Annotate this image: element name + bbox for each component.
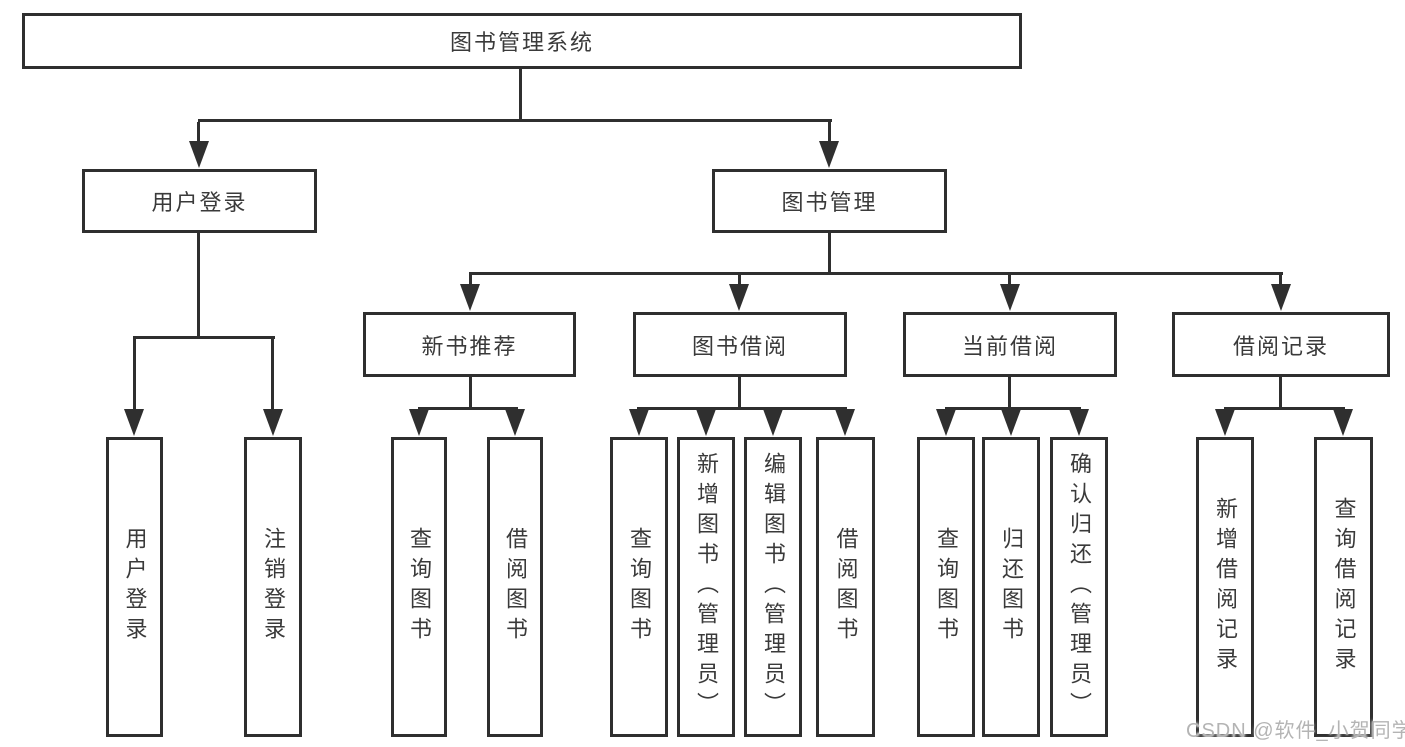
arrow-down-icon	[460, 284, 480, 311]
connector-line	[1224, 407, 1345, 410]
connector-line	[828, 122, 831, 142]
leaf-user-login: 用户登录	[106, 437, 163, 737]
connector-line	[469, 272, 1283, 275]
leaf-query-books-recommend: 查询图书	[391, 437, 447, 737]
node-book-management: 图书管理	[712, 169, 947, 233]
connector-line	[197, 233, 200, 339]
leaf-logout: 注销登录	[244, 437, 302, 737]
connector-line	[637, 407, 847, 410]
leaf-query-borrow-record: 查询借阅记录	[1314, 437, 1373, 737]
leaf-query-books-borrow: 查询图书	[610, 437, 668, 737]
arrow-down-icon	[1271, 284, 1291, 311]
arrow-down-icon	[263, 409, 283, 436]
arrow-down-icon	[189, 141, 209, 168]
connector-line	[133, 339, 136, 410]
connector-line	[828, 233, 831, 275]
connector-line	[133, 336, 275, 339]
connector-line	[945, 407, 1081, 410]
arrow-down-icon	[409, 409, 429, 436]
arrow-down-icon	[729, 284, 749, 311]
arrow-down-icon	[1333, 409, 1353, 436]
leaf-borrow-books-recommend: 借阅图书	[487, 437, 543, 737]
node-borrow-record: 借阅记录	[1172, 312, 1390, 377]
node-root: 图书管理系统	[22, 13, 1022, 69]
leaf-query-books-current: 查询图书	[917, 437, 975, 737]
leaf-return-book: 归还图书	[982, 437, 1040, 737]
arrow-down-icon	[696, 409, 716, 436]
watermark: CSDN @软件_小贺同学	[1186, 720, 1405, 742]
leaf-edit-book-admin: 编辑图书（管理员）	[744, 437, 802, 737]
connector-line	[197, 122, 200, 142]
node-user-login: 用户登录	[82, 169, 317, 233]
connector-line	[1008, 275, 1011, 285]
arrow-down-icon	[124, 409, 144, 436]
leaf-confirm-return-admin: 确认归还（管理员）	[1050, 437, 1108, 737]
arrow-down-icon	[629, 409, 649, 436]
leaf-add-borrow-record: 新增借阅记录	[1196, 437, 1254, 737]
arrow-down-icon	[819, 141, 839, 168]
node-new-book-recommend: 新书推荐	[363, 312, 576, 377]
arrow-down-icon	[1000, 284, 1020, 311]
connector-line	[738, 377, 741, 410]
connector-line	[738, 275, 741, 285]
arrow-down-icon	[1001, 409, 1021, 436]
connector-line	[1008, 377, 1011, 410]
connector-line	[271, 339, 274, 410]
arrow-down-icon	[936, 409, 956, 436]
connector-line	[1279, 377, 1282, 410]
connector-line	[469, 377, 472, 410]
connector-line	[198, 119, 832, 122]
connector-line	[519, 69, 522, 121]
arrow-down-icon	[1215, 409, 1235, 436]
leaf-add-book-admin: 新增图书（管理员）	[677, 437, 735, 737]
connector-line	[418, 407, 518, 410]
arrow-down-icon	[1069, 409, 1089, 436]
node-current-borrow: 当前借阅	[903, 312, 1117, 377]
arrow-down-icon	[505, 409, 525, 436]
connector-line	[1279, 275, 1282, 285]
node-book-borrow: 图书借阅	[633, 312, 847, 377]
arrow-down-icon	[835, 409, 855, 436]
connector-line	[469, 275, 472, 285]
arrow-down-icon	[763, 409, 783, 436]
leaf-borrow-books: 借阅图书	[816, 437, 875, 737]
